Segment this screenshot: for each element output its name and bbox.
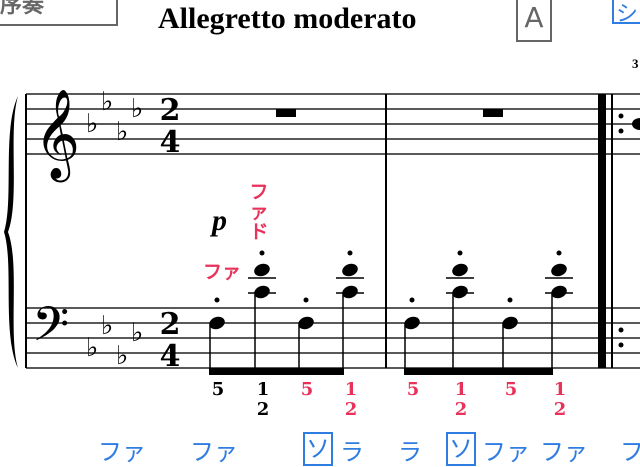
note-head [342,263,358,277]
svg-text:♭: ♭ [116,341,128,371]
fingering: 5 [504,379,518,400]
staccato-dot [556,250,562,256]
solfege-guide-label: ファ [98,438,146,466]
note-head [254,263,270,277]
note-head [298,316,314,330]
note-head [551,285,567,299]
whole-rest [483,109,503,117]
svg-text:♭: ♭ [131,94,143,124]
fingering: 5 [406,379,420,400]
tempo-marking: Allegretto moderato [158,2,417,35]
beam [404,368,553,375]
svg-text:♭: ♭ [101,87,113,117]
svg-text:4: 4 [160,339,181,374]
staccato-dot [259,250,265,256]
note-head [551,263,567,277]
solfege-guide-label: ファ [482,438,530,466]
solfege-guide-label: ファ [620,438,640,466]
svg-text:♭: ♭ [131,318,143,348]
fingering: 5 [211,379,225,400]
note-head [342,285,358,299]
time-sig-top: 2 [160,93,181,128]
bass-notes [209,250,573,375]
note-head [209,316,225,330]
note-head [404,316,420,330]
staccato-dot [507,297,513,303]
solfege-guide-label: ファ [540,438,588,466]
measure-number: 3 [632,56,639,71]
note-head [452,263,468,277]
staccato-dot [457,250,463,256]
staccato-dot [409,297,415,303]
rehearsal-mark: A [516,0,552,42]
svg-text:♭: ♭ [86,333,98,363]
fingering: 5 [300,379,314,400]
staccato-dot [214,297,220,303]
note-head [254,285,270,299]
staccato-dot [347,250,353,256]
note-head [502,316,518,330]
time-sig-bottom: 4 [160,125,181,160]
dynamic-marking: p [212,204,227,237]
time-signature: 24 24 [160,93,181,374]
svg-text:2: 2 [160,307,181,342]
repeat-dots [618,113,624,348]
svg-text:♭: ♭ [116,117,128,147]
next-note-label: シ [612,0,640,27]
next-note [632,118,640,130]
svg-text:♭: ♭ [101,311,113,341]
solfege-guide-label: ファ [190,438,238,466]
solfege-guide-label: ラ [398,438,422,466]
final-thick-barline [598,94,606,368]
solfege-chord-label: ファド [249,181,269,243]
staccato-dot [303,297,309,303]
treble-clef-icon: 𝄞 [34,89,80,183]
barlines [25,94,613,368]
svg-text:♭: ♭ [86,109,98,139]
beam [209,368,344,375]
section-label: 序奏 [0,0,118,26]
whole-rest [276,109,296,117]
solfege-label: ファ [203,261,242,283]
treble-staff [26,93,640,155]
brace [4,96,18,368]
note-head [452,285,468,299]
bass-clef-icon: 𝄢 [32,296,69,364]
key-signature-flats: ♭♭♭♭ ♭♭♭♭ [86,87,143,371]
solfege-guide-label: ラ [340,438,364,466]
